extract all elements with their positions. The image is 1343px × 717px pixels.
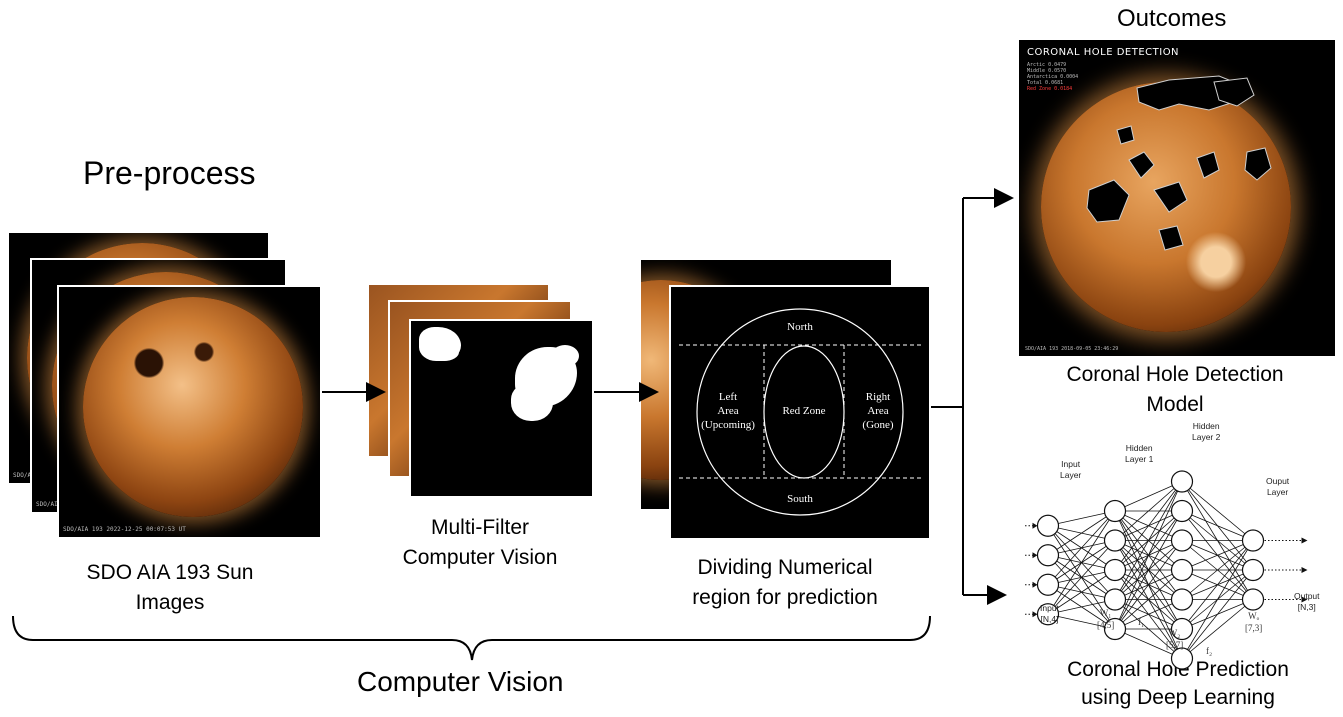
nn-connection [1181,510,1254,541]
nn-connection [1047,540,1116,615]
w1-label: W₁ [4,5] [1097,608,1115,630]
nn-neuron [1036,544,1060,567]
nn-neuron [1103,529,1127,552]
nn-connection [1047,569,1116,615]
detection-stat: Antarctica 0.0004 [1027,74,1079,80]
nn-output-arrowhead [1301,596,1308,603]
nn-neuron [1241,588,1265,611]
nn-neuron [1170,499,1194,523]
nn-neuron [1103,588,1127,611]
w2-label: W₂ [5,7] [1166,628,1184,650]
region-north-label: North [787,321,813,333]
outcomes-heading: Outcomes [1117,5,1227,32]
nn-neuron [1241,529,1265,552]
nn-neuron [1036,573,1060,596]
region-diagram: North South Left Area (Upcoming) Red Zon… [669,285,931,540]
detection-model-caption: Coronal Hole Detection Model [1066,363,1284,417]
nn-connection [1181,481,1254,541]
nn-input-arrowhead [1032,581,1038,588]
neural-network-diagram [1025,470,1308,670]
nn-connection [1114,481,1183,541]
nn-neuron [1036,603,1060,626]
region-red-zone-label: Red Zone [782,405,826,417]
nn-connection [1181,569,1254,659]
filter-mask-image [409,319,594,498]
input-shape-label: Input [N,4] [1040,603,1059,624]
nn-neuron [1170,529,1194,552]
nn-connection [1114,481,1183,571]
nn-connection [1181,540,1254,571]
detection-footer: SDO/AIA 193 2018-09-05 23:46:29 [1025,346,1119,352]
region-south-label: South [787,493,813,505]
prediction-caption: Coronal Hole Prediction using Deep Learn… [1067,658,1289,709]
nn-neuron [1170,470,1194,493]
detection-red-zone-stat: Red Zone 0.0184 [1027,86,1073,92]
nn-connection [1047,613,1116,630]
nn-input-arrowhead [1032,522,1038,529]
nn-neuron [1103,499,1127,523]
wo-label: Wₒ [7,3] [1245,611,1263,633]
nn-neuron [1170,558,1194,582]
nn-connection [1114,510,1183,630]
sun-image-label: SDO/AIA [13,472,39,479]
nn-neuron [1170,647,1194,670]
input-layer-label: Input Layer [1060,459,1082,480]
nn-connection [1047,510,1116,586]
output-layer-label: Ouput Layer [1266,476,1290,497]
nn-connection [1181,540,1254,630]
nn-input-arrowhead [1032,552,1038,559]
nn-connection [1181,540,1254,600]
detection-stat: Total 0.0681 [1027,80,1064,86]
nn-connection [1114,481,1183,600]
sun-image-front: SDO/AIA 193 2022-12-25 00:07:53 UT [57,285,322,539]
detection-image: CORONAL HOLE DETECTION Arctic 0.0479 Mid… [1019,40,1335,356]
detection-stat: Middle 0.0570 [1027,68,1067,74]
preprocess-heading: Pre-process [83,155,256,191]
nn-connection [1114,540,1183,630]
coronal-hole-outlines [1086,75,1272,251]
multi-filter-caption: Multi-Filter Computer Vision [402,516,558,570]
nn-connection [1114,481,1183,512]
nn-connection [1114,628,1183,659]
nn-neuron [1036,514,1060,537]
nn-connection [1047,599,1116,615]
region-right-label: Right Area (Gone) [862,391,894,431]
computer-vision-heading: Computer Vision [357,666,564,697]
nn-connection [1114,599,1183,630]
detection-stat: Arctic 0.0479 [1027,62,1067,68]
region-left-label: Left Area (Upcoming) [701,391,755,431]
f1-label: f₁ [1138,617,1145,627]
nn-connection [1181,540,1254,659]
region-lines [679,308,923,516]
nn-input-arrowhead [1032,611,1038,618]
nn-neuron [1170,588,1194,611]
sun-image-label: SDO/AIA 193 2022-12-25 00:07:53 UT [63,526,186,533]
output-shape-label: Output [N,3] [1294,591,1320,612]
hidden-layer-1-label: Hidden Layer 1 [1125,443,1154,464]
nn-neuron [1241,558,1265,582]
nn-connection [1047,510,1116,615]
hidden-layer-2-label: Hidden Layer 2 [1192,421,1221,442]
nn-neuron [1170,617,1194,641]
nn-connection [1114,569,1183,630]
detection-title: CORONAL HOLE DETECTION [1027,47,1180,58]
nn-connection [1047,510,1116,556]
nn-neuron [1103,558,1127,582]
nn-connection [1181,599,1254,659]
f2-label: f₂ [1206,646,1213,656]
sun-image-label: SDO/AIA [36,501,62,508]
nn-connection [1047,510,1116,527]
nn-connection [1114,481,1183,630]
nn-neuron [1103,617,1127,641]
computer-vision-brace [12,615,931,661]
dividing-caption: Dividing Numerical region for prediction [692,556,878,610]
nn-output-arrowhead [1301,567,1308,573]
sun-images-caption: SDO AIA 193 Sun Images [86,561,254,615]
nn-output-arrowhead [1301,537,1308,544]
